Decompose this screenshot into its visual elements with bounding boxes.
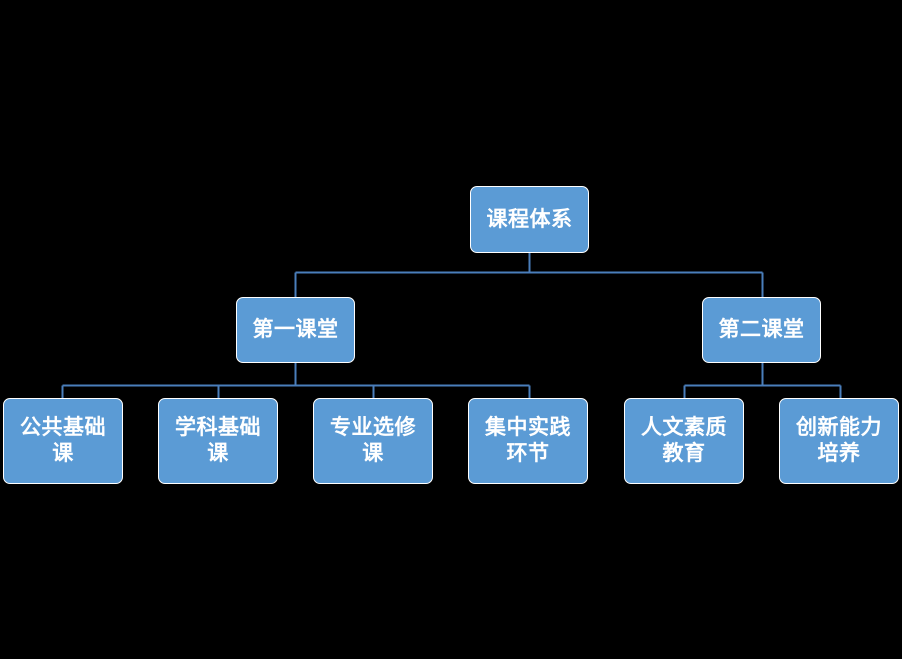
node-humanistic-quality-education[interactable]: 人文素质 教育 [624, 398, 744, 484]
node-label: 集中实践 环节 [485, 416, 571, 465]
node-label: 公共基础 课 [20, 416, 106, 465]
node-label: 人文素质 教育 [641, 416, 727, 465]
node-label: 创新能力 培养 [796, 416, 882, 465]
node-root-curriculum-system[interactable]: 课程体系 [470, 186, 589, 253]
node-public-foundation-course[interactable]: 公共基础 课 [3, 398, 123, 484]
node-label: 第一课堂 [252, 318, 339, 342]
node-label: 学科基础 课 [175, 416, 261, 465]
node-second-classroom[interactable]: 第二课堂 [702, 297, 821, 363]
node-discipline-foundation-course[interactable]: 学科基础 课 [158, 398, 278, 484]
node-innovation-ability-cultivation[interactable]: 创新能力 培养 [779, 398, 899, 484]
node-concentrated-practice-session[interactable]: 集中实践 环节 [468, 398, 588, 484]
node-label: 专业选修 课 [330, 416, 416, 465]
node-label: 课程体系 [486, 207, 573, 231]
node-major-elective-course[interactable]: 专业选修 课 [313, 398, 433, 484]
node-first-classroom[interactable]: 第一课堂 [236, 297, 355, 363]
node-label: 第二课堂 [718, 318, 805, 342]
